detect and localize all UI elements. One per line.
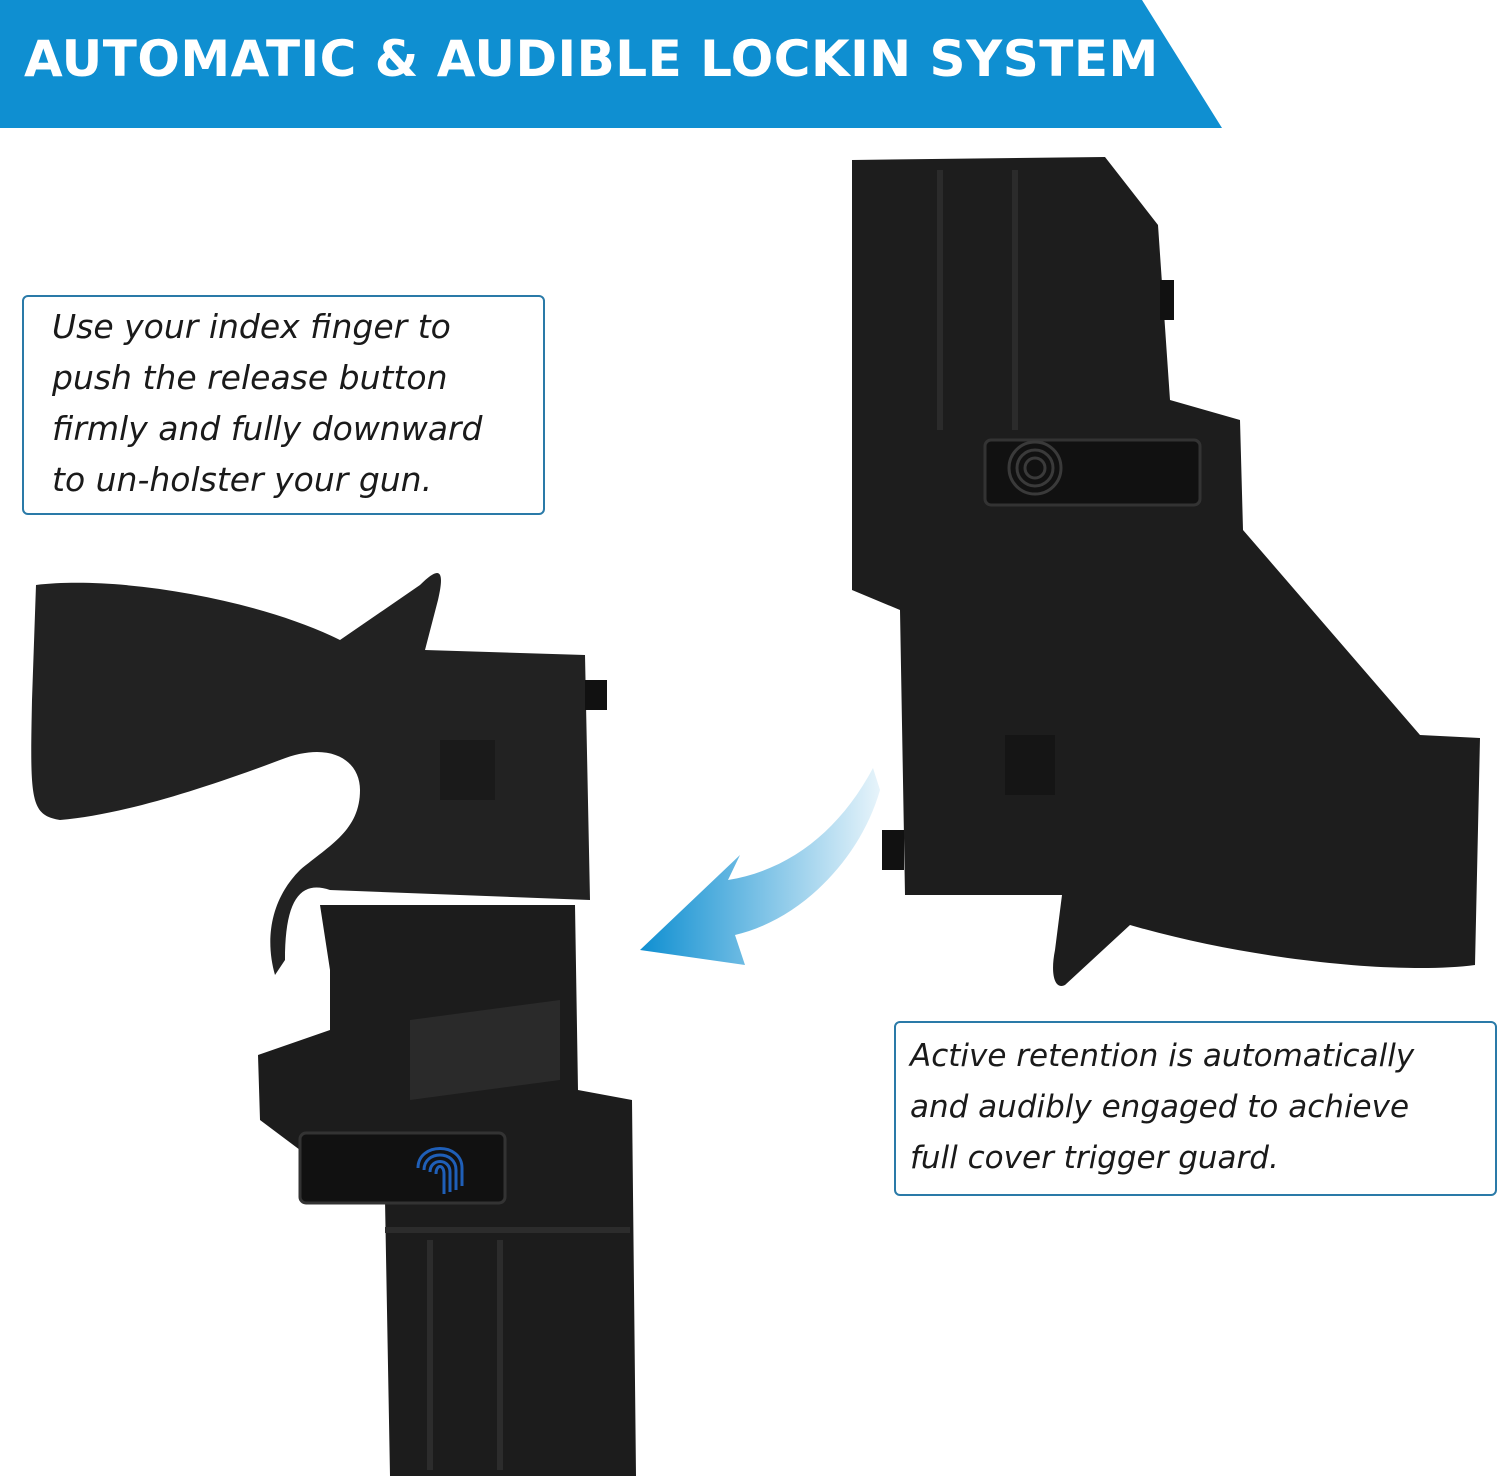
callout-left-line: firmly and fully downward	[52, 409, 483, 448]
instruction-callout-right: Active retention is automatically and au…	[894, 1021, 1497, 1196]
left-holster-with-pistol	[31, 573, 636, 1476]
callout-left-line: push the release button	[52, 358, 448, 397]
instruction-callout-left: Use your index finger to push the releas…	[22, 295, 545, 515]
right-holster-with-pistol	[852, 157, 1480, 986]
curved-arrow-icon	[640, 768, 880, 965]
callout-right-line: full cover trigger guard.	[910, 1140, 1279, 1176]
fingerprint-icon-right	[1007, 440, 1063, 496]
callout-right-line: and audibly engaged to achieve	[910, 1089, 1410, 1125]
header-banner: AUTOMATIC & AUDIBLE LOCKIN SYSTEM	[0, 0, 1500, 130]
callout-right-line: Active retention is automatically	[910, 1038, 1415, 1074]
banner-title: AUTOMATIC & AUDIBLE LOCKIN SYSTEM	[24, 30, 1159, 88]
callout-left-line: Use your index finger to	[52, 307, 451, 346]
banner-shape	[0, 0, 1222, 128]
fingerprint-icon	[416, 1147, 464, 1194]
callout-left-line: to un-holster your gun.	[52, 460, 433, 499]
